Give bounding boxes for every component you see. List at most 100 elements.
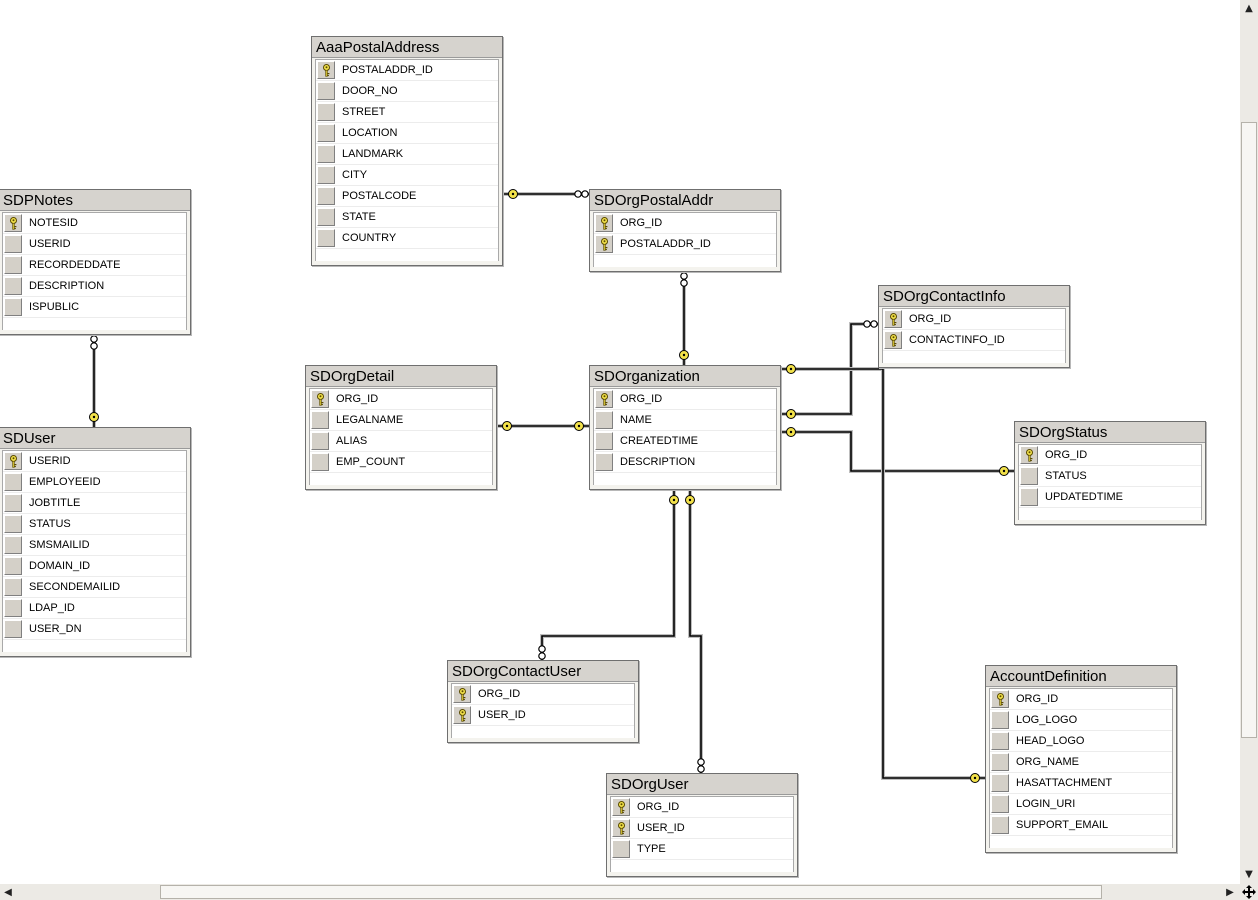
column-row[interactable]: UPDATEDTIME <box>1019 487 1201 508</box>
row-selector[interactable] <box>311 453 329 471</box>
table-title[interactable]: SDOrgStatus <box>1015 422 1205 443</box>
table-title[interactable]: SDUser <box>0 428 190 449</box>
row-selector[interactable] <box>311 432 329 450</box>
horizontal-scroll-thumb[interactable] <box>160 885 1102 899</box>
table-title[interactable]: AccountDefinition <box>986 666 1176 687</box>
column-row[interactable]: STATE <box>316 207 498 228</box>
row-selector[interactable] <box>1020 488 1038 506</box>
row-selector[interactable] <box>317 166 335 184</box>
row-selector[interactable] <box>595 214 613 232</box>
row-selector[interactable] <box>317 82 335 100</box>
column-row[interactable]: LANDMARK <box>316 144 498 165</box>
column-row[interactable]: HASATTACHMENT <box>990 773 1172 794</box>
column-row[interactable]: HEAD_LOGO <box>990 731 1172 752</box>
row-selector[interactable] <box>317 187 335 205</box>
column-row[interactable]: ORG_NAME <box>990 752 1172 773</box>
row-selector[interactable] <box>4 256 22 274</box>
column-row[interactable]: ORG_ID <box>594 213 776 234</box>
row-selector[interactable] <box>991 690 1009 708</box>
column-row[interactable]: CITY <box>316 165 498 186</box>
relationship-aaapostaladdress-sdorgpostaladdr[interactable] <box>503 189 589 199</box>
row-selector[interactable] <box>595 411 613 429</box>
column-row[interactable]: DESCRIPTION <box>594 452 776 473</box>
column-row[interactable]: NOTESID <box>3 213 186 234</box>
scroll-up-arrow-icon[interactable]: ▲ <box>1245 2 1253 14</box>
row-selector[interactable] <box>595 235 613 253</box>
horizontal-scrollbar[interactable]: ◀ ▶ <box>0 884 1240 900</box>
column-row[interactable]: USERID <box>3 234 186 255</box>
column-row[interactable]: CONTACTINFO_ID <box>883 330 1065 351</box>
row-selector[interactable] <box>991 795 1009 813</box>
row-selector[interactable] <box>991 774 1009 792</box>
row-selector[interactable] <box>991 816 1009 834</box>
row-selector[interactable] <box>4 557 22 575</box>
column-row[interactable]: ORG_ID <box>452 684 634 705</box>
row-selector[interactable] <box>317 61 335 79</box>
row-selector[interactable] <box>317 145 335 163</box>
row-selector[interactable] <box>453 706 471 724</box>
pan-move-icon[interactable] <box>1240 884 1258 900</box>
table-title[interactable]: SDOrgContactInfo <box>879 286 1069 307</box>
column-row[interactable]: LDAP_ID <box>3 598 186 619</box>
column-row[interactable]: USER_ID <box>611 818 793 839</box>
column-row[interactable]: NAME <box>594 410 776 431</box>
column-row[interactable]: POSTALADDR_ID <box>316 60 498 81</box>
row-selector[interactable] <box>595 390 613 408</box>
relationship-sdpnotes-sduser[interactable] <box>89 335 99 427</box>
scroll-down-arrow-icon[interactable]: ▼ <box>1245 868 1253 880</box>
row-selector[interactable] <box>4 494 22 512</box>
column-row[interactable]: SECONDEMAILID <box>3 577 186 598</box>
relationship-sdorganization-accountdefinition[interactable] <box>781 364 985 783</box>
row-selector[interactable] <box>317 208 335 226</box>
column-row[interactable]: ORG_ID <box>1019 445 1201 466</box>
relationship-sdorgdetail-sdorganization[interactable] <box>497 421 589 431</box>
column-row[interactable]: ORG_ID <box>611 797 793 818</box>
row-selector[interactable] <box>612 840 630 858</box>
row-selector[interactable] <box>884 331 902 349</box>
row-selector[interactable] <box>612 798 630 816</box>
column-row[interactable]: DOOR_NO <box>316 81 498 102</box>
row-selector[interactable] <box>595 453 613 471</box>
vertical-scroll-thumb[interactable] <box>1241 122 1257 738</box>
column-row[interactable]: ISPUBLIC <box>3 297 186 318</box>
column-row[interactable]: EMPLOYEEID <box>3 472 186 493</box>
column-row[interactable]: USERID <box>3 451 186 472</box>
column-row[interactable]: POSTALCODE <box>316 186 498 207</box>
column-row[interactable]: ORG_ID <box>594 389 776 410</box>
row-selector[interactable] <box>4 214 22 232</box>
row-selector[interactable] <box>4 599 22 617</box>
row-selector[interactable] <box>884 310 902 328</box>
row-selector[interactable] <box>595 432 613 450</box>
row-selector[interactable] <box>311 411 329 429</box>
column-row[interactable]: ORG_ID <box>990 689 1172 710</box>
row-selector[interactable] <box>4 515 22 533</box>
column-row[interactable]: RECORDEDDATE <box>3 255 186 276</box>
column-row[interactable]: POSTALADDR_ID <box>594 234 776 255</box>
row-selector[interactable] <box>4 277 22 295</box>
row-selector[interactable] <box>317 124 335 142</box>
column-row[interactable]: ALIAS <box>310 431 492 452</box>
column-row[interactable]: TYPE <box>611 839 793 860</box>
row-selector[interactable] <box>317 229 335 247</box>
table-title[interactable]: SDOrgUser <box>607 774 797 795</box>
row-selector[interactable] <box>4 536 22 554</box>
vertical-scrollbar[interactable]: ▲ ▼ <box>1240 0 1258 884</box>
column-row[interactable]: LOCATION <box>316 123 498 144</box>
row-selector[interactable] <box>317 103 335 121</box>
relationship-sdorgpostaladdr-sdorganization[interactable] <box>679 272 689 365</box>
column-row[interactable]: ORG_ID <box>883 309 1065 330</box>
column-row[interactable]: JOBTITLE <box>3 493 186 514</box>
row-selector[interactable] <box>311 390 329 408</box>
row-selector[interactable] <box>453 685 471 703</box>
table-title[interactable]: SDPNotes <box>0 190 190 211</box>
column-row[interactable]: SUPPORT_EMAIL <box>990 815 1172 836</box>
table-title[interactable]: AaaPostalAddress <box>312 37 502 58</box>
column-row[interactable]: USER_ID <box>452 705 634 726</box>
row-selector[interactable] <box>612 819 630 837</box>
